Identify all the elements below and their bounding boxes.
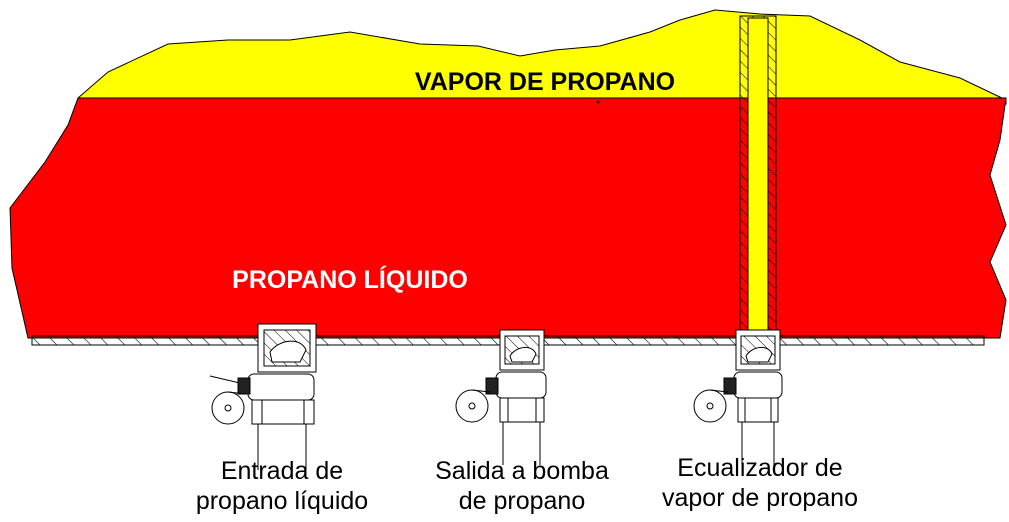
caption-pump-outlet-line2: de propano <box>458 487 586 515</box>
dot-marker <box>596 100 600 104</box>
caption-pump-outlet-line1: Salida a bomba <box>435 457 609 485</box>
pump-outlet-valve <box>455 329 547 465</box>
caption-vapor-equalizer-line2: vapor de propano <box>662 484 858 512</box>
vapor-equalizer-valve <box>693 329 783 465</box>
caption-liquid-inlet-line1: Entrada de <box>220 457 344 485</box>
caption-liquid-inlet: Entrada de propano líquido <box>172 456 392 516</box>
equalizer-tube-inner <box>747 17 769 339</box>
caption-vapor-equalizer-line1: Ecualizador de <box>677 454 843 482</box>
vapor-label: VAPOR DE PROPANO <box>415 68 675 96</box>
liquid-inlet-valve <box>209 323 317 470</box>
caption-pump-outlet: Salida a bomba de propano <box>412 456 632 516</box>
liquid-region <box>9 97 1007 339</box>
caption-liquid-inlet-line2: propano líquido <box>195 487 369 515</box>
liquid-label: PROPANO LÍQUIDO <box>232 265 468 294</box>
caption-vapor-equalizer: Ecualizador de vapor de propano <box>650 453 870 513</box>
